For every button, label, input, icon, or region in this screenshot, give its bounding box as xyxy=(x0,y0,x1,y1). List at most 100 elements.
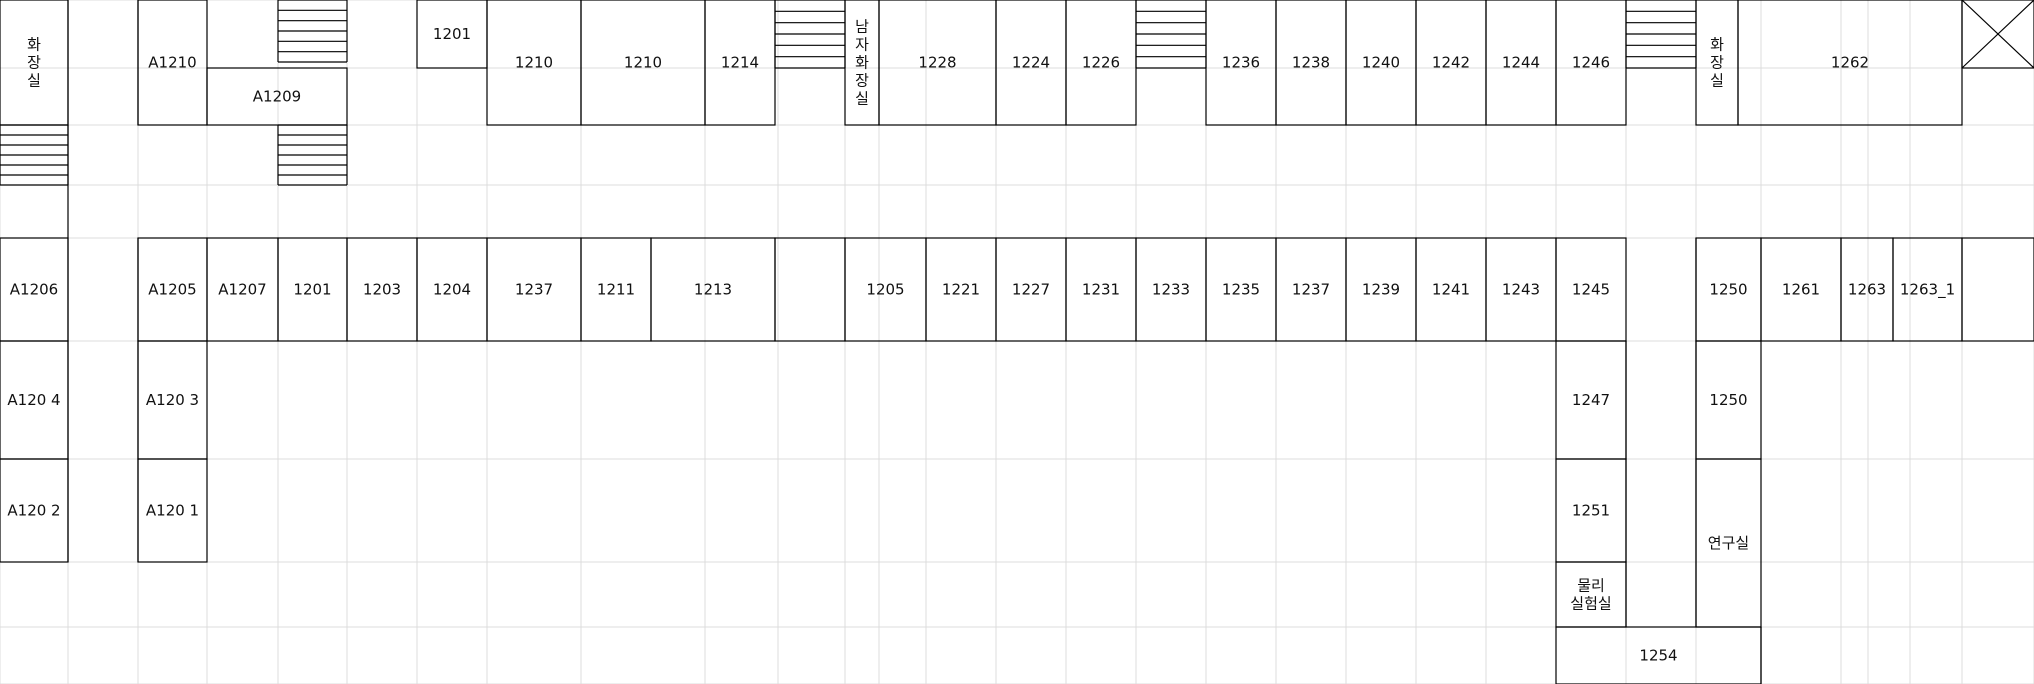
room-outline xyxy=(0,0,69,126)
room-label: 1236 xyxy=(1222,54,1260,72)
room-a1207[interactable]: A1207 xyxy=(206,237,279,342)
staircase-icon xyxy=(0,124,69,186)
room-a1206[interactable]: A1206 xyxy=(0,237,69,342)
room-1201-top[interactable]: 1201 xyxy=(416,0,488,69)
room-1241[interactable]: 1241 xyxy=(1415,237,1487,342)
room-1204[interactable]: 1204 xyxy=(416,237,488,342)
room-1243[interactable]: 1243 xyxy=(1485,237,1557,342)
room-a1210[interactable]: A1210 xyxy=(137,0,208,126)
room-1221[interactable]: 1221 xyxy=(925,237,997,342)
room-1214[interactable]: 1214 xyxy=(704,0,776,126)
room-label: 1244 xyxy=(1502,54,1540,72)
staircase-icon xyxy=(277,124,348,186)
room-outline xyxy=(0,458,69,563)
elevator-cross xyxy=(1961,0,2034,69)
room-1240[interactable]: 1240 xyxy=(1345,0,1417,126)
room-outline xyxy=(774,237,846,342)
room-1228[interactable]: 1228 xyxy=(878,0,997,126)
room-label: 1245 xyxy=(1572,281,1610,299)
room-1213[interactable]: 1213 xyxy=(650,237,776,342)
room-label: 1246 xyxy=(1572,54,1610,72)
room-1224[interactable]: 1224 xyxy=(995,0,1067,126)
room-label: A1205 xyxy=(148,281,196,299)
room-outline xyxy=(1555,626,1762,684)
staircase-icon xyxy=(277,0,348,63)
room-label: 1240 xyxy=(1362,54,1400,72)
room-1210b[interactable]: 1210 xyxy=(580,0,706,126)
room-a1201[interactable]: A120 1 xyxy=(137,458,208,563)
room-label: 1201 xyxy=(433,25,471,43)
room-label: A1209 xyxy=(253,88,301,106)
room-label: 1201 xyxy=(293,281,331,299)
room-1239[interactable]: 1239 xyxy=(1345,237,1417,342)
room-label: 1205 xyxy=(866,281,904,299)
room-label: 1213 xyxy=(694,281,732,299)
room-1251[interactable]: 1251 xyxy=(1555,458,1627,563)
room-1250b[interactable]: 1250 xyxy=(1695,340,1762,460)
room-label: 1247 xyxy=(1572,391,1610,409)
room-1261[interactable]: 1261 xyxy=(1760,237,1842,342)
room-1226[interactable]: 1226 xyxy=(1065,0,1137,126)
room-a1205[interactable]: A1205 xyxy=(137,237,208,342)
room-label: 1241 xyxy=(1432,281,1470,299)
room-a1204[interactable]: A120 4 xyxy=(0,340,69,460)
room-1254[interactable]: 1254 xyxy=(1555,626,1762,684)
elevator-outline xyxy=(1961,0,2034,69)
room-label: 1235 xyxy=(1222,281,1260,299)
room-outline xyxy=(137,458,208,563)
room-label: A120 2 xyxy=(7,502,60,520)
room-outline xyxy=(1961,237,2034,342)
room-1233[interactable]: 1233 xyxy=(1135,237,1207,342)
room-1231[interactable]: 1231 xyxy=(1065,237,1137,342)
room-label: A1210 xyxy=(148,54,196,72)
room-blank-mid[interactable] xyxy=(774,237,846,342)
room-label: 1204 xyxy=(433,281,471,299)
room-label: 1242 xyxy=(1432,54,1470,72)
room-1238[interactable]: 1238 xyxy=(1275,0,1347,126)
room-1227[interactable]: 1227 xyxy=(995,237,1067,342)
room-outline xyxy=(704,0,776,126)
room-label: 1238 xyxy=(1292,54,1330,72)
room-label: 1233 xyxy=(1152,281,1190,299)
room-1245[interactable]: 1245 xyxy=(1555,237,1627,342)
room-outline xyxy=(1695,458,1762,628)
room-1237-right[interactable]: 1237 xyxy=(1275,237,1347,342)
room-1210a[interactable]: 1210 xyxy=(486,0,582,126)
room-1235[interactable]: 1235 xyxy=(1205,237,1277,342)
room-1203[interactable]: 1203 xyxy=(346,237,418,342)
staircase-icon xyxy=(1135,0,1207,69)
room-1246[interactable]: 1246 xyxy=(1555,0,1627,126)
room-a1203[interactable]: A120 3 xyxy=(137,340,208,460)
room-1262[interactable]: 1262 xyxy=(1737,0,1963,126)
room-1211[interactable]: 1211 xyxy=(580,237,652,342)
room-label: 1254 xyxy=(1639,647,1677,665)
room-outline xyxy=(206,67,348,126)
room-1247[interactable]: 1247 xyxy=(1555,340,1627,460)
room-a1202[interactable]: A120 2 xyxy=(0,458,69,563)
room-1242[interactable]: 1242 xyxy=(1415,0,1487,126)
room-1201-mid[interactable]: 1201 xyxy=(277,237,348,342)
room-1205[interactable]: 1205 xyxy=(844,237,927,342)
room-research[interactable]: 연구실 xyxy=(1695,458,1762,628)
room-blank-end[interactable] xyxy=(1961,237,2034,342)
room-a1209[interactable]: A1209 xyxy=(206,67,348,126)
room-1237-mid[interactable]: 1237 xyxy=(486,237,582,342)
room-1236[interactable]: 1236 xyxy=(1205,0,1277,126)
room-label: 1243 xyxy=(1502,281,1540,299)
room-1263[interactable]: 1263 xyxy=(1840,237,1894,342)
room-label: 1210 xyxy=(624,54,662,72)
room-label: 연구실 xyxy=(1708,534,1749,552)
room-1250a[interactable]: 1250 xyxy=(1695,237,1762,342)
room-1263-1[interactable]: 1263_1 xyxy=(1892,237,1963,342)
room-1244[interactable]: 1244 xyxy=(1485,0,1557,126)
